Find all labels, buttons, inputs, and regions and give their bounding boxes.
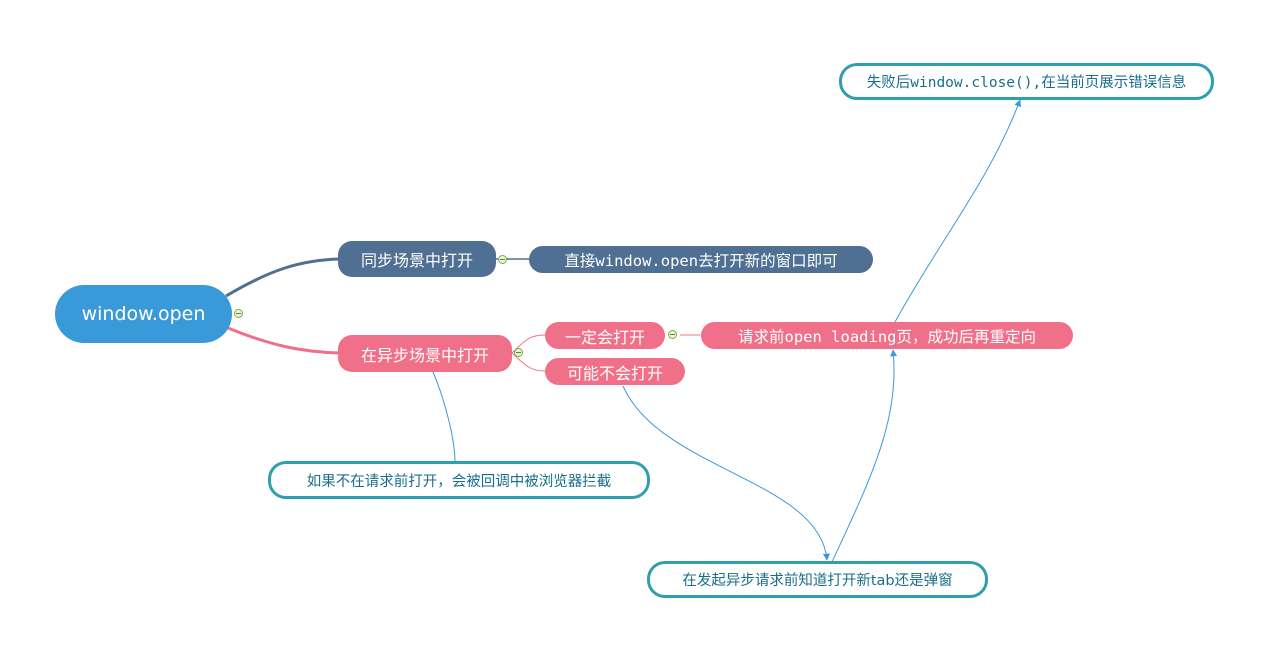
- node-will-open-label: 一定会打开: [564, 327, 645, 347]
- node-may-not-open-label: 可能不会打开: [566, 363, 663, 383]
- callout-blocked-label: 如果不在请求前打开，会被回调中被浏览器拦截: [306, 473, 612, 490]
- branch-sync-label: 同步场景中打开: [360, 251, 473, 270]
- branch-async-label: 在异步场景中打开: [360, 345, 489, 365]
- node-may-not-open[interactable]: 可能不会打开: [545, 358, 685, 385]
- collapse-toggle-async[interactable]: [514, 348, 523, 357]
- branch-sync[interactable]: 同步场景中打开: [338, 241, 496, 277]
- branch-async[interactable]: 在异步场景中打开: [338, 335, 512, 372]
- node-loading-page[interactable]: 请求前open loading页，成功后再重定向: [701, 322, 1073, 349]
- relation-may-not-to-know: [622, 385, 830, 561]
- callout-on-failure[interactable]: 失败后window.close(),在当前页展示错误信息: [839, 63, 1214, 100]
- node-will-open[interactable]: 一定会打开: [545, 322, 665, 349]
- root-node[interactable]: window.open: [55, 285, 232, 343]
- node-direct-open[interactable]: 直接window.open去打开新的窗口即可: [529, 246, 873, 273]
- relation-loading-to-failure: [894, 99, 1022, 323]
- callout-know-before-label: 在发起异步请求前知道打开新tab还是弹窗: [682, 573, 953, 589]
- node-loading-page-label: 请求前open loading页，成功后再重定向: [738, 327, 1036, 346]
- connector-root-async: [227, 326, 341, 355]
- connector-root-sync: [225, 257, 341, 298]
- relation-async-to-blocked: [432, 371, 456, 463]
- collapse-toggle-root[interactable]: [234, 309, 243, 318]
- callout-know-before[interactable]: 在发起异步请求前知道打开新tab还是弹窗: [647, 561, 988, 598]
- callout-on-failure-label: 失败后window.close(),在当前页展示错误信息: [866, 75, 1187, 91]
- collapse-toggle-sync[interactable]: [498, 255, 507, 264]
- relation-know-to-loading: [831, 349, 898, 563]
- collapse-toggle-will-open[interactable]: [668, 330, 677, 339]
- callout-blocked[interactable]: 如果不在请求前打开，会被回调中被浏览器拦截: [268, 461, 650, 499]
- root-label: window.open: [81, 303, 206, 325]
- node-direct-open-label: 直接window.open去打开新的窗口即可: [564, 251, 838, 270]
